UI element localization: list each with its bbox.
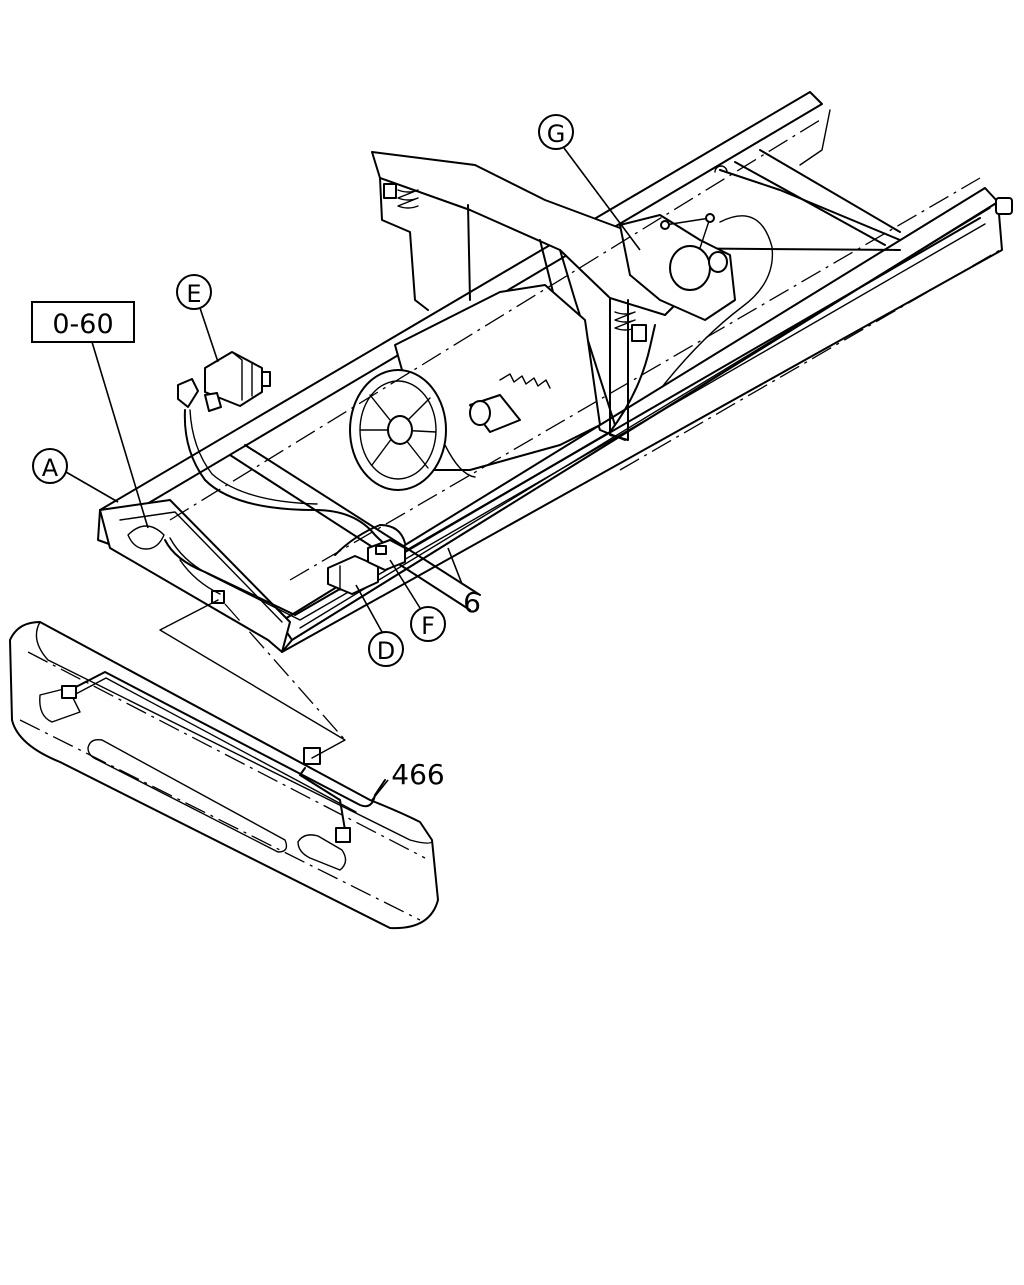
ref-box-leader	[91, 341, 149, 529]
part-466-leader	[371, 779, 389, 801]
cab-mount-post-c	[559, 249, 616, 426]
callout-e-circle	[176, 274, 212, 310]
connector-e-wire-2	[189, 409, 318, 505]
callout-d-label: D	[377, 637, 395, 665]
bumper-right-lamp	[297, 834, 347, 871]
ref-box-0-60	[31, 301, 135, 343]
front-crossmember	[99, 499, 291, 653]
harness-466-connector-mid	[303, 747, 321, 765]
cab-mount-top	[371, 151, 691, 316]
fan-hub	[387, 415, 413, 445]
frame-centerline-1	[169, 119, 821, 521]
callout-d-circle	[368, 631, 404, 667]
harness-466-connector-left	[61, 685, 77, 699]
part-6-leader	[447, 547, 463, 585]
connector-e-plug-a	[177, 378, 199, 408]
connector-e-ribs	[231, 351, 253, 401]
callout-d-leader	[355, 584, 383, 633]
connector-e-plug-b	[204, 392, 222, 412]
rear-bracket	[799, 109, 831, 166]
callout-g-label: G	[547, 120, 566, 148]
callout-f-circle	[410, 606, 446, 642]
harness-6-branch	[399, 324, 656, 556]
callout-f-leader	[389, 559, 421, 609]
harness-466-main-2	[71, 677, 357, 813]
linkage-joint-2	[660, 220, 670, 230]
harness-466-branch	[299, 767, 346, 831]
connector-e-wire	[183, 409, 401, 556]
callout-g-leader	[563, 147, 641, 251]
cab-mount-left-leg	[379, 177, 429, 311]
connectors-d-f	[327, 524, 406, 595]
crossmember-1b	[244, 444, 481, 596]
engine-assembly	[349, 284, 601, 491]
frame-connector	[211, 590, 225, 604]
connection-guide-solid	[159, 599, 346, 759]
transmission-bell	[669, 245, 711, 291]
transmission-harness	[661, 215, 774, 388]
front-tow-hook	[127, 525, 165, 550]
bumper-body	[9, 621, 439, 930]
connector-e-latch	[261, 371, 271, 387]
bumper-left-lamp	[39, 687, 81, 723]
connector-e	[177, 351, 401, 556]
bumper-grille-slot	[87, 738, 288, 853]
alternator-pulley	[469, 400, 491, 426]
bumper-lower-line	[19, 719, 421, 921]
transmission-assembly	[619, 213, 774, 388]
df-wire-loop	[334, 524, 406, 556]
callout-g-circle	[538, 114, 574, 150]
frame-connector-wire	[179, 559, 221, 595]
callout-f-label: F	[421, 612, 435, 640]
front-crossmember-edge	[119, 511, 283, 623]
frame-centerline-3	[289, 177, 981, 581]
cab-mount-post-a	[467, 204, 471, 301]
mount-bolt-1	[383, 183, 397, 199]
callout-e-label: E	[186, 280, 201, 308]
engine-hose	[444, 444, 476, 478]
front-bumper	[9, 621, 439, 930]
callout-a-label: A	[42, 454, 59, 482]
harness-6-main-2	[169, 223, 986, 621]
transmission-output	[708, 251, 728, 273]
mount-bolt-2	[631, 324, 647, 342]
callout-e-leader	[199, 307, 219, 363]
part-466-label: 466	[391, 758, 444, 791]
crossmember-rear-c	[759, 149, 901, 233]
part-6-label: 6	[463, 586, 481, 619]
connection-guide-dashed	[224, 603, 346, 741]
harness-466-connector-right	[335, 827, 351, 843]
connector-f-tab	[375, 545, 387, 555]
mount-spring-left	[397, 189, 419, 209]
bumper-top-edge	[35, 621, 433, 844]
mount-spring-right	[614, 311, 636, 331]
harness-6-end-connector	[995, 197, 1013, 215]
bumper-center-line	[27, 651, 426, 859]
linkage-joint-1	[705, 213, 715, 223]
right-rail-side	[281, 201, 1003, 653]
harness-6-clip	[714, 165, 728, 173]
ref-box-label: 0-60	[52, 309, 113, 340]
engine-ribs	[499, 373, 551, 389]
crossmember-1a	[229, 454, 471, 611]
harness-6	[164, 165, 1013, 621]
harness-6-rear	[719, 169, 901, 241]
cab-mount-right-leg	[609, 297, 629, 441]
callout-a-circle	[32, 448, 68, 484]
callout-a-leader	[65, 471, 119, 503]
